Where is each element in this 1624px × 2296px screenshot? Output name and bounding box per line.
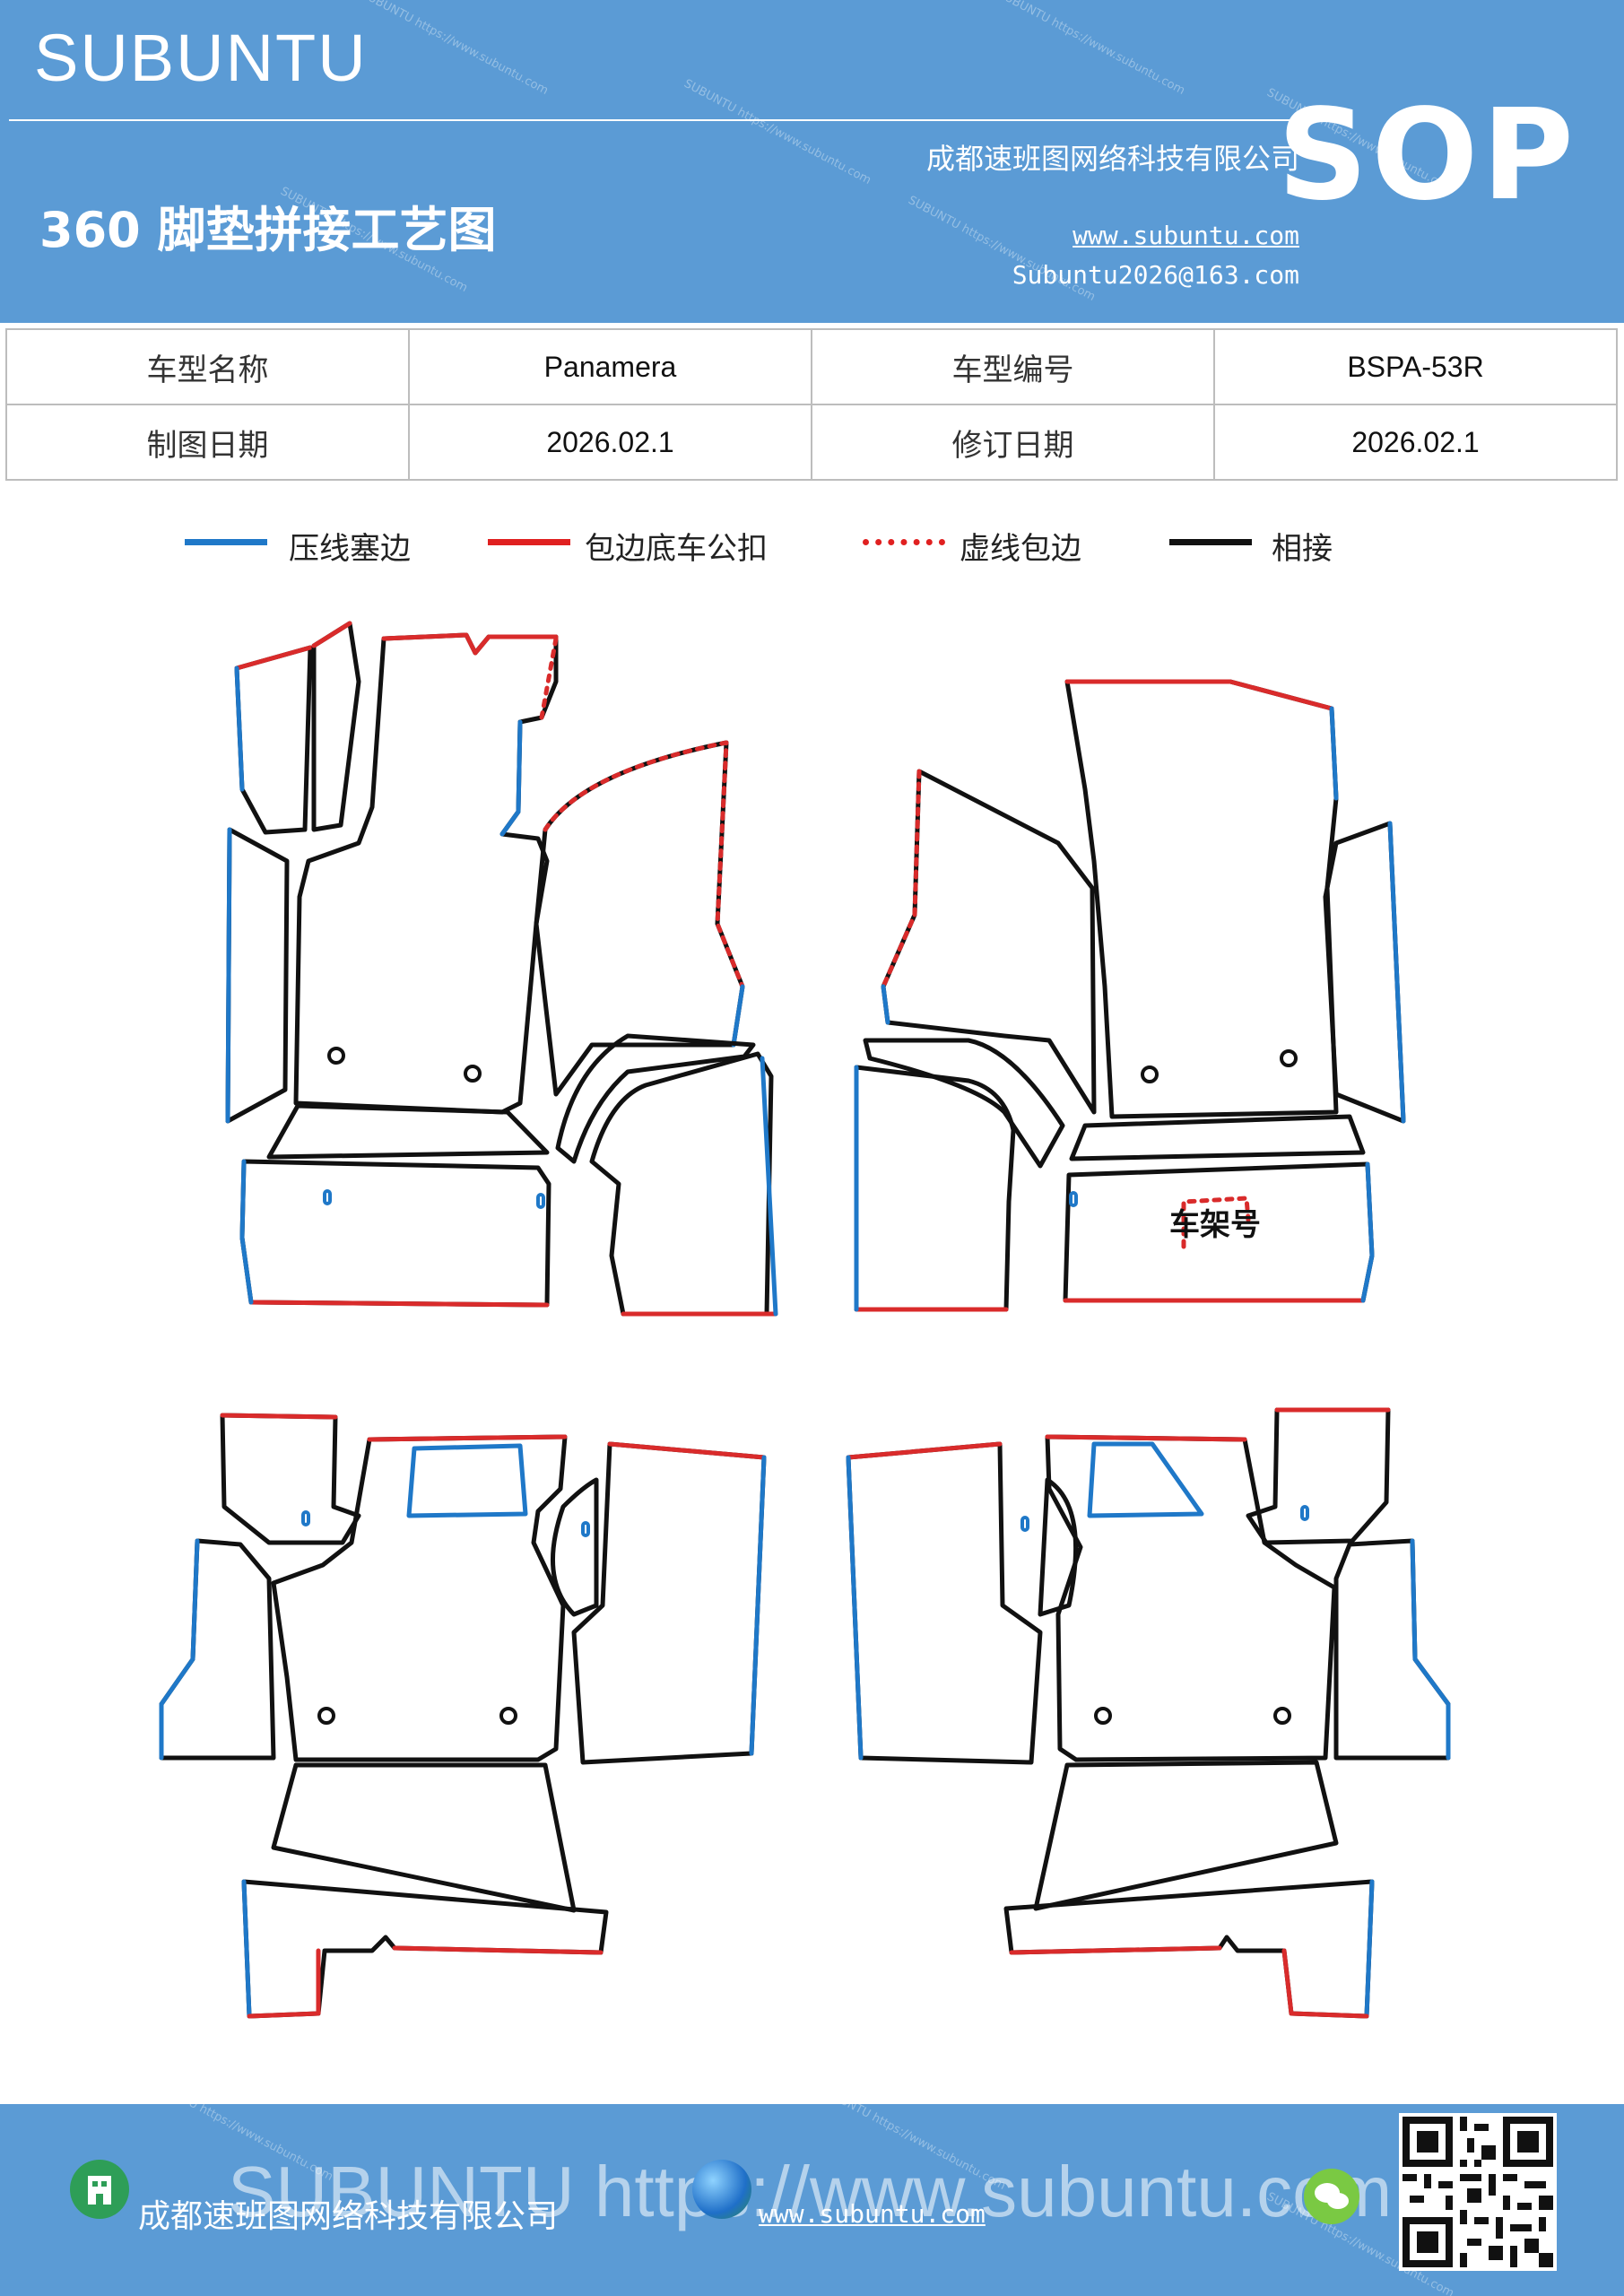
footer-watermark-overlay: SUBUNTU https://www.subuntu.com	[228, 2152, 1393, 2231]
footer-banner: SUBUNTU https://www.subuntu.com SUBUNTU …	[0, 2104, 1624, 2296]
brand-name: SUBUNTU	[34, 21, 368, 95]
floor-mat-layout-drawing	[159, 621, 1451, 2019]
footer-website-link[interactable]: www.subuntu.com	[759, 2199, 986, 2229]
legend-label: 相接	[1272, 531, 1333, 567]
legend-label: 压线塞边	[289, 531, 411, 567]
table-row: 制图日期 2026.02.1 修订日期 2026.02.1	[5, 404, 1618, 481]
vin-label: 车架号	[1169, 1207, 1261, 1243]
header-divider	[9, 119, 1300, 121]
qr-code-icon	[1399, 2113, 1557, 2271]
mat-group-rear-right	[846, 1407, 1451, 2019]
model-name-label: 车型名称	[5, 328, 410, 405]
mat-group-front-right	[854, 679, 1406, 1312]
model-code-value: BSPA-53R	[1213, 328, 1618, 405]
legend-swatch-blue	[185, 539, 267, 545]
footer-company-name: 成都速班图网络科技有限公司	[138, 2198, 559, 2235]
draw-date-label: 制图日期	[5, 404, 410, 481]
building-icon	[70, 2160, 129, 2219]
line-legend: 压线塞边 包边底车公扣 虚线包边 相接	[0, 524, 1624, 578]
revise-date-label: 修订日期	[811, 404, 1215, 481]
model-code-label: 车型编号	[811, 328, 1215, 405]
website-link[interactable]: www.subuntu.com	[1073, 221, 1299, 250]
vehicle-info-table: 车型名称 Panamera 车型编号 BSPA-53R 制图日期 2026.02…	[5, 328, 1618, 481]
mat-group-front-left	[225, 621, 778, 1317]
legend-label: 包边底车公扣	[585, 531, 768, 567]
legend-label: 虚线包边	[960, 531, 1081, 567]
header-banner: SUBUNTU https://www.subuntu.com SUBUNTU …	[0, 0, 1624, 323]
legend-swatch-black	[1169, 539, 1252, 545]
page-title: 360 脚垫拼接工艺图	[39, 202, 497, 258]
model-name-value: Panamera	[408, 328, 812, 405]
globe-icon	[692, 2160, 751, 2219]
wechat-icon	[1304, 2169, 1359, 2224]
email-address[interactable]: Subuntu2026@163.com	[1012, 260, 1299, 290]
revise-date-value: 2026.02.1	[1213, 404, 1618, 481]
legend-swatch-red-dashed	[863, 539, 945, 545]
company-name: 成都速班图网络科技有限公司	[925, 142, 1299, 176]
table-row: 车型名称 Panamera 车型编号 BSPA-53R	[5, 328, 1618, 405]
sop-badge: SOP	[1277, 83, 1577, 229]
legend-swatch-red	[488, 539, 570, 545]
draw-date-value: 2026.02.1	[408, 404, 812, 481]
mat-group-rear-left	[159, 1413, 767, 2019]
